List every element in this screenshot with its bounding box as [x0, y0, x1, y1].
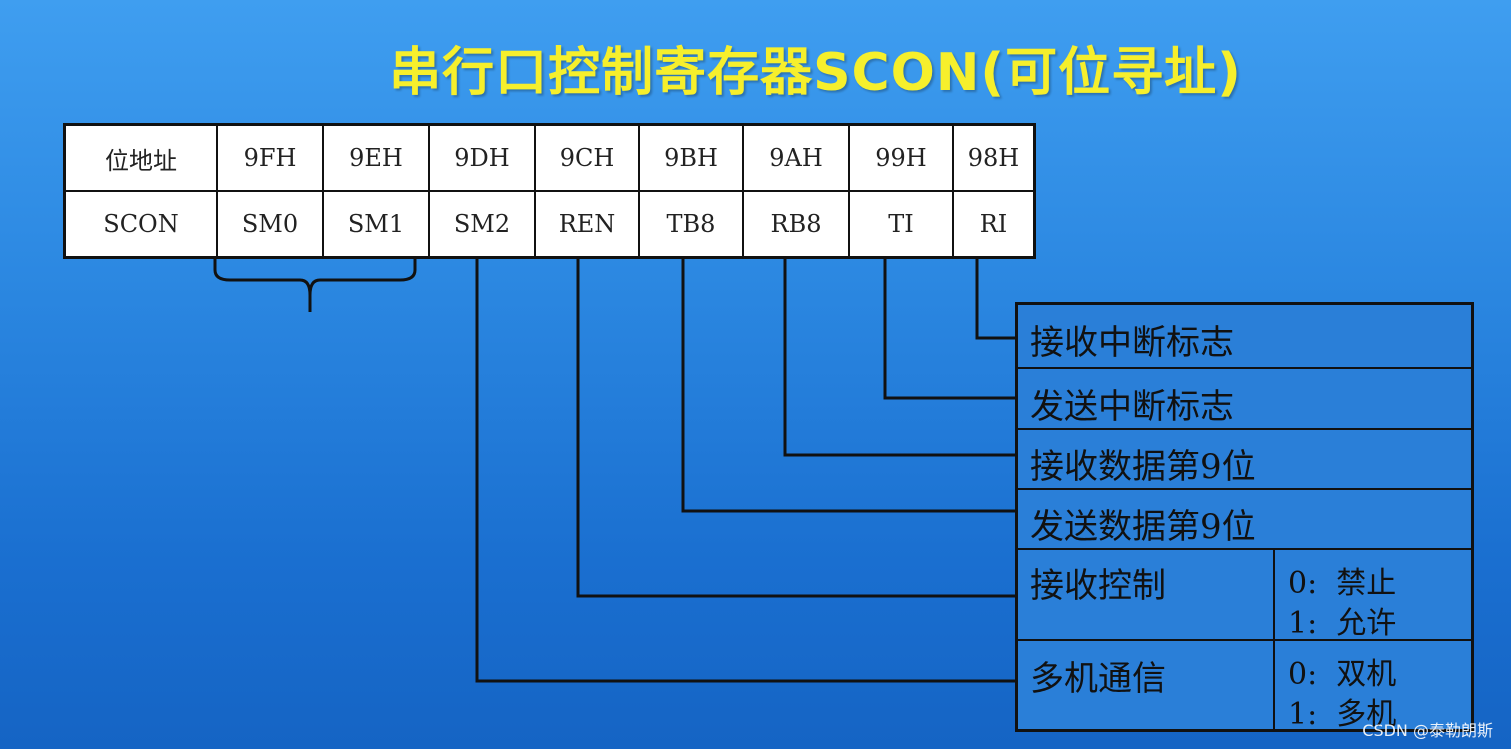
ti-connector	[883, 257, 1015, 400]
bit-sm1: SM1	[322, 190, 430, 259]
bit-description-box: 接收中断标志 发送中断标志 接收数据第9位 发送数据第9位 接收控制 0: 禁止…	[1015, 302, 1474, 732]
bit-address-9fh: 9FH	[216, 123, 324, 192]
bit-ti: TI	[848, 190, 954, 259]
bit-address-row: 位地址 9FH 9EH 9DH 9CH 9BH 9AH 99H 98H	[63, 123, 1036, 192]
rb8-connector	[783, 257, 1015, 457]
bit-address-9eh: 9EH	[322, 123, 430, 192]
ti-description: 发送中断标志	[1030, 387, 1234, 427]
watermark: CSDN @泰勒朗斯	[1362, 721, 1493, 740]
ren-connector	[576, 257, 1015, 598]
bit-rb8: RB8	[742, 190, 850, 259]
bit-address-98h: 98H	[952, 123, 1036, 192]
sm2-option-1: 1: 多机	[1288, 697, 1397, 732]
bit-name-row: SCON SM0 SM1 SM2 REN TB8 RB8 TI RI	[63, 190, 1036, 259]
tb8-description: 发送数据第9位	[1030, 507, 1256, 547]
sm2-connector	[475, 257, 1015, 683]
page-title: 串行口控制寄存器SCON(可位寻址)	[389, 43, 1242, 103]
ren-option-1: 1: 允许	[1288, 606, 1397, 641]
sm2-description: 多机通信	[1030, 659, 1166, 699]
bit-address-header: 位地址	[63, 123, 218, 192]
desc-row-ri: 接收中断标志	[1018, 305, 1471, 367]
bit-ren: REN	[534, 190, 640, 259]
ri-connector	[975, 257, 1015, 340]
bit-tb8: TB8	[638, 190, 744, 259]
ren-options-divider	[1273, 550, 1275, 639]
bit-address-9bh: 9BH	[638, 123, 744, 192]
bit-address-9ah: 9AH	[742, 123, 850, 192]
desc-row-rb8: 接收数据第9位	[1018, 428, 1471, 488]
bit-address-99h: 99H	[848, 123, 954, 192]
desc-row-ren: 接收控制 0: 禁止 1: 允许	[1018, 548, 1471, 641]
sm0-sm1-brace	[213, 258, 417, 312]
sm2-options-divider	[1273, 641, 1275, 729]
register-name-cell: SCON	[63, 190, 218, 259]
desc-row-sm2: 多机通信 0: 双机 1: 多机	[1018, 639, 1471, 732]
ren-option-0: 0: 禁止	[1288, 566, 1397, 601]
bit-address-9ch: 9CH	[534, 123, 640, 192]
rb8-description: 接收数据第9位	[1030, 447, 1256, 487]
desc-row-ti: 发送中断标志	[1018, 367, 1471, 428]
bit-address-9dh: 9DH	[428, 123, 536, 192]
sm2-option-0: 0: 双机	[1288, 657, 1397, 692]
ren-description: 接收控制	[1030, 566, 1166, 606]
bit-sm2: SM2	[428, 190, 536, 259]
tb8-connector	[681, 257, 1015, 513]
scon-register-table: 位地址 9FH 9EH 9DH 9CH 9BH 9AH 99H 98H SCON…	[63, 123, 1036, 259]
bit-sm0: SM0	[216, 190, 324, 259]
bit-ri: RI	[952, 190, 1036, 259]
desc-row-tb8: 发送数据第9位	[1018, 488, 1471, 548]
ri-description: 接收中断标志	[1030, 323, 1234, 363]
